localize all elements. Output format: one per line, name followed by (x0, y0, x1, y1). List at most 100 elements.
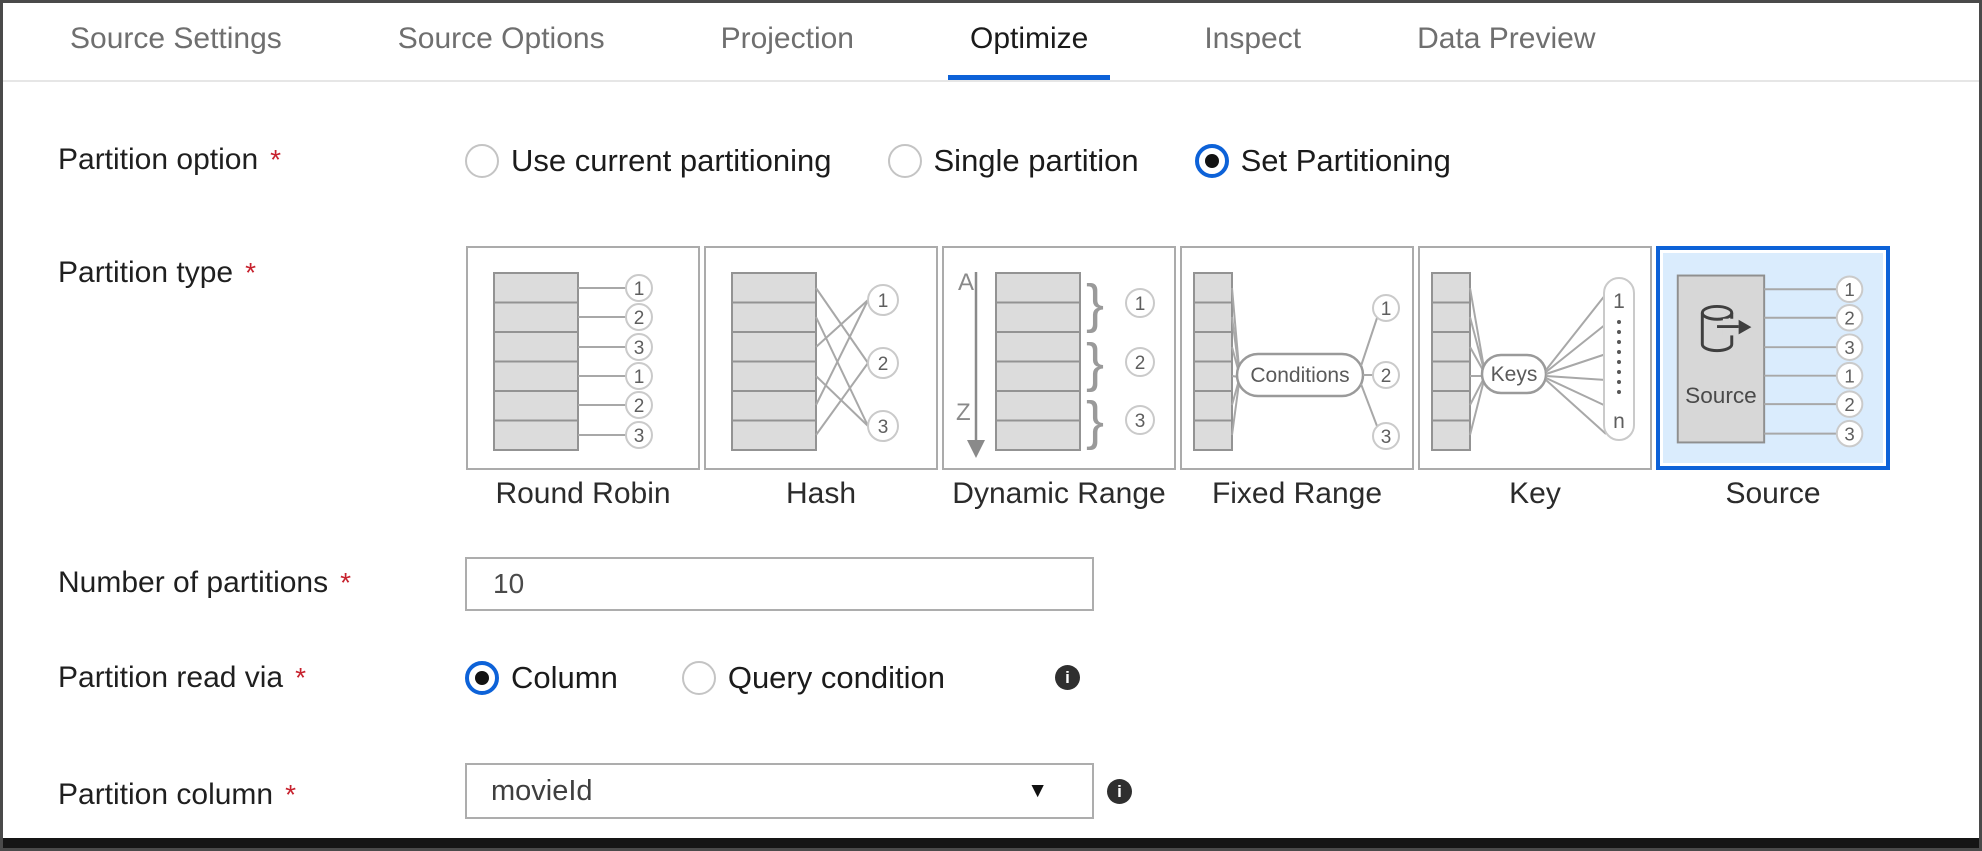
tile-round-robin[interactable]: 1 2 3 1 2 3 Round Robin (466, 246, 700, 511)
tile-label: Source (1725, 477, 1821, 510)
panel-bottom-edge (3, 838, 1979, 848)
info-icon[interactable]: i (1107, 779, 1132, 804)
partition-column-label: Partition column* (58, 778, 296, 812)
tile-key[interactable]: Keys 1 n Key (1418, 246, 1652, 511)
radio-label: Column (511, 660, 618, 695)
radio-set-partitioning[interactable]: Set Partitioning (1194, 143, 1451, 179)
tab-label: Source Options (397, 22, 605, 55)
tile-label: Round Robin (495, 477, 671, 510)
tab-data-preview[interactable]: Data Preview (1395, 3, 1617, 80)
circle-number: 3 (1844, 337, 1854, 358)
info-icon[interactable]: i (1055, 665, 1080, 690)
radio-single-partition[interactable]: Single partition (887, 143, 1139, 179)
tab-bar: Source Settings Source Options Projectio… (3, 3, 1979, 82)
brace-glyph: } (1086, 274, 1104, 334)
label-text: Partition column (58, 778, 274, 811)
tab-label: Projection (720, 22, 854, 55)
circle-number: 3 (634, 338, 645, 359)
circle-number: 3 (634, 426, 645, 447)
tile-label: Hash (785, 477, 857, 510)
conditions-pill-label: Conditions (1250, 364, 1349, 387)
tab-optimize[interactable]: Optimize (947, 3, 1111, 80)
required-asterisk: * (245, 257, 256, 288)
info-glyph: i (1117, 781, 1122, 801)
required-asterisk: * (295, 662, 307, 693)
tile-label: Dynamic Range (952, 477, 1166, 510)
tile-dynamic-range[interactable]: A Z } } } 1 2 3 Dynamic Range (942, 246, 1176, 511)
circle-number: 3 (878, 417, 889, 438)
circle-number: 1 (634, 367, 645, 388)
range-z-label: Z (956, 399, 971, 426)
brace-glyph: } (1086, 391, 1104, 451)
radio-dot (475, 671, 489, 685)
partition-column-dropdown[interactable]: movieId ▼ (465, 763, 1094, 819)
tile-hash[interactable]: 1 2 3 Hash (704, 246, 938, 511)
dropdown-value: movieId (491, 774, 593, 807)
circle-number: 1 (1844, 366, 1854, 387)
radio-use-current-partitioning[interactable]: Use current partitioning (465, 143, 832, 179)
label-text: Partition read via (58, 661, 284, 694)
tab-source-settings[interactable]: Source Settings (48, 3, 304, 80)
circle-number: 2 (634, 308, 645, 329)
radio-label: Use current partitioning (511, 143, 832, 178)
tab-label: Optimize (969, 22, 1089, 55)
radio-label: Query condition (727, 660, 945, 695)
source-box-label: Source (1685, 383, 1757, 408)
circle-number: 2 (634, 396, 645, 417)
radio-circle-icon[interactable] (681, 661, 716, 695)
circle-number: 2 (1381, 366, 1392, 387)
key-first-number: 1 (1613, 290, 1625, 313)
circle-number: 3 (1381, 427, 1392, 448)
label-text: Number of partitions (58, 566, 329, 599)
circle-number: 1 (878, 291, 889, 312)
tile-box[interactable]: A Z } } } 1 2 3 (942, 246, 1176, 470)
source-diagram: Source 1 2 3 1 2 3 (1676, 274, 1864, 448)
label-text: Partition option (58, 143, 259, 176)
circle-number: 3 (1135, 411, 1146, 432)
partition-type-tiles: 1 2 3 1 2 3 Round Robin (466, 246, 1890, 511)
tile-label: Fixed Range (1211, 477, 1383, 510)
radio-label: Set Partitioning (1240, 143, 1451, 178)
circle-number: 1 (1381, 299, 1392, 320)
tile-source[interactable]: Source 1 2 3 1 2 3 Source (1656, 246, 1890, 511)
radio-query-condition[interactable]: Query condition (681, 660, 945, 696)
brace-glyph: } (1086, 333, 1104, 393)
range-a-label: A (958, 269, 974, 296)
tile-box[interactable]: 1 2 3 1 2 3 (466, 246, 700, 470)
partition-type-label: Partition type * (58, 256, 256, 290)
number-of-partitions-input[interactable] (465, 557, 1094, 611)
circle-number: 1 (634, 279, 645, 300)
circle-number: 2 (878, 354, 889, 375)
tab-source-options[interactable]: Source Options (376, 3, 627, 80)
tile-box[interactable]: Source 1 2 3 1 2 3 (1656, 246, 1890, 470)
label-text: Partition type (58, 256, 234, 289)
tab-inspect[interactable]: Inspect (1182, 3, 1323, 80)
number-of-partitions-label: Number of partitions* (58, 566, 351, 600)
partition-read-via-label: Partition read via * (58, 661, 306, 695)
radio-circle-icon[interactable] (465, 661, 499, 695)
tile-box[interactable]: Conditions 1 2 3 (1180, 246, 1414, 470)
radio-circle-icon[interactable] (465, 144, 499, 178)
key-diagram: Keys 1 n (1431, 272, 1635, 451)
radio-column[interactable]: Column (465, 660, 618, 696)
round-robin-diagram: 1 2 3 1 2 3 (493, 272, 653, 451)
tile-fixed-range[interactable]: Conditions 1 2 3 Fixed Range (1180, 246, 1414, 511)
fixed-range-diagram: Conditions 1 2 3 (1193, 272, 1400, 451)
radio-circle-icon[interactable] (887, 144, 922, 178)
required-asterisk: * (270, 144, 282, 175)
radio-circle-icon[interactable] (1194, 144, 1229, 178)
tab-projection[interactable]: Projection (699, 3, 876, 80)
tile-label: Key (1509, 477, 1561, 510)
dropdown-caret-icon: ▼ (1027, 779, 1048, 802)
partition-option-label: Partition option * (58, 143, 281, 177)
circle-number: 1 (1844, 279, 1854, 300)
tab-label: Inspect (1204, 22, 1302, 55)
keys-pill-label: Keys (1491, 363, 1538, 386)
circle-number: 2 (1844, 394, 1854, 415)
tab-label: Source Settings (70, 22, 282, 55)
tile-box[interactable]: Keys 1 n (1418, 246, 1652, 470)
hash-diagram: 1 2 3 (731, 272, 899, 451)
partition-read-via-group: Column Query condition (465, 660, 1001, 696)
tile-box[interactable]: 1 2 3 (704, 246, 938, 470)
